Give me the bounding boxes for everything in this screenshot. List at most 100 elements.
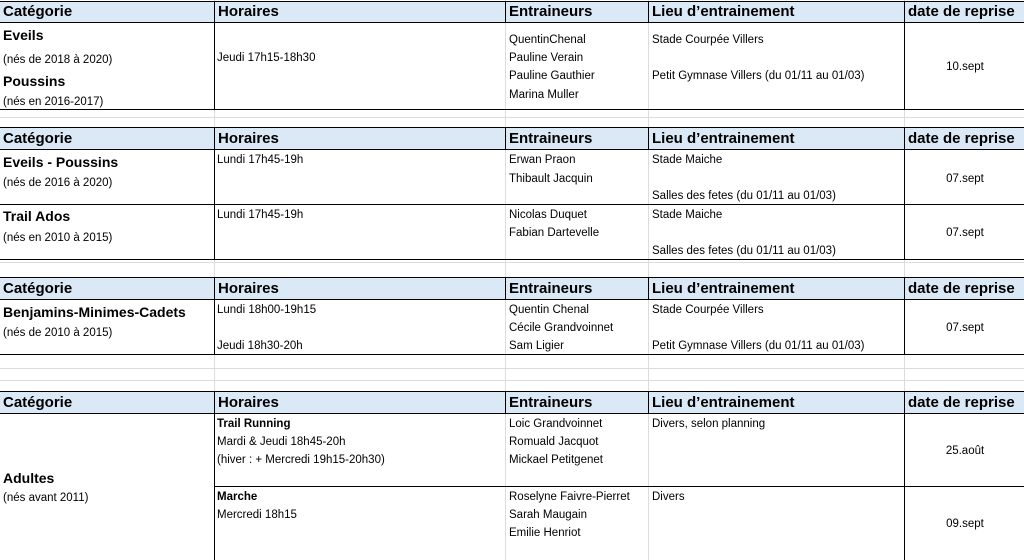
border (0, 259, 1024, 260)
coach-name: Marina Muller (509, 89, 579, 101)
schedule-text: Lundi 17h45-19h (217, 209, 304, 221)
coach-name: Erwan Praon (509, 154, 576, 166)
coach-name: Quentin Chenal (509, 304, 589, 316)
header-row: Catégorie Horaires Entraineurs Lieu d’en… (0, 128, 1024, 150)
location-text: Stade Courpée Villers (652, 34, 764, 46)
category-title: Eveils - Poussins (3, 154, 119, 170)
coach-name: Thibault Jacquin (509, 173, 593, 185)
category-subtitle: (nés de 2016 à 2020) (3, 177, 113, 189)
category-title: Eveils (3, 27, 44, 43)
coach-name: Nicolas Duquet (509, 209, 587, 221)
header-lieu: Lieu d’entrainement (648, 392, 904, 413)
resume-date: 07.sept (946, 173, 984, 185)
border (0, 204, 1024, 205)
location-text: Petit Gymnase Villers (du 01/11 au 01/03… (652, 70, 865, 82)
activity-title: Marche (217, 491, 258, 503)
schedule-text: Mardi & Jeudi 18h45-20h (217, 436, 346, 448)
coach-name: Romuald Jacquot (509, 436, 599, 448)
gridline (0, 368, 1024, 369)
border (0, 1, 1024, 2)
header-reprise: date de reprise (904, 278, 1024, 299)
border (0, 127, 1024, 128)
header-horaires: Horaires (214, 392, 505, 413)
schedule-text: Lundi 18h00-19h15 (217, 304, 317, 316)
location-text: Divers, selon planning (652, 418, 766, 430)
header-row: Catégorie Horaires Entraineurs Lieu d’en… (0, 392, 1024, 414)
schedule-text: Jeudi 18h30-20h (217, 340, 303, 352)
category-subtitle: (nés en 2016-2017) (3, 96, 104, 108)
header-reprise: date de reprise (904, 128, 1024, 149)
border (904, 150, 905, 260)
category-title: Trail Ados (3, 208, 71, 224)
coach-name: Pauline Verain (509, 52, 584, 64)
header-entraineurs: Entraineurs (505, 278, 648, 299)
header-horaires: Horaires (214, 278, 505, 299)
category-title: Poussins (3, 73, 66, 89)
coach-name: Pauline Gauthier (509, 70, 595, 82)
header-row: Catégorie Horaires Entraineurs Lieu d’en… (0, 1, 1024, 23)
location-text: Stade Maiche (652, 209, 723, 221)
location-text: Salles des fetes (du 01/11 au 01/03) (652, 190, 836, 202)
header-horaires: Horaires (214, 128, 505, 149)
location-text: Petit Gymnase Villers (du 01/11 au 01/03… (652, 340, 865, 352)
header-row: Catégorie Horaires Entraineurs Lieu d’en… (0, 278, 1024, 300)
border (214, 23, 215, 110)
header-horaires: Horaires (214, 1, 505, 22)
location-text: Stade Maiche (652, 154, 723, 166)
header-lieu: Lieu d’entrainement (648, 1, 904, 22)
schedule-text: Mercredi 18h15 (217, 509, 297, 521)
border (904, 23, 905, 110)
header-entraineurs: Entraineurs (505, 128, 648, 149)
border (0, 391, 1024, 392)
category-title: Benjamins-Minimes-Cadets (3, 304, 186, 320)
border (904, 414, 905, 560)
category-subtitle: (nés avant 2011) (3, 492, 89, 504)
schedule-text: (hiver : + Mercredi 19h15-20h30) (217, 454, 385, 466)
coach-name: Roselyne Faivre-Pierret (509, 491, 630, 503)
header-reprise: date de reprise (904, 392, 1024, 413)
border (0, 277, 1024, 278)
coach-name: Sam Ligier (509, 340, 564, 352)
header-lieu: Lieu d’entrainement (648, 128, 904, 149)
category-title: Adultes (3, 470, 55, 486)
border (214, 486, 1024, 487)
category-subtitle: (nés de 2010 à 2015) (3, 327, 113, 339)
header-categorie: Catégorie (3, 130, 73, 147)
resume-date: 07.sept (946, 322, 984, 334)
coach-name: Mickael Petitgenet (509, 454, 603, 466)
coach-name: Cécile Grandvoinnet (509, 322, 614, 334)
category-subtitle: (nés en 2010 à 2015) (3, 232, 113, 244)
resume-date: 10.sept (946, 61, 984, 73)
header-categorie: Catégorie (3, 3, 73, 20)
gridline (0, 380, 1024, 381)
coach-name: Sarah Maugain (509, 509, 587, 521)
coach-name: QuentinChenal (509, 34, 586, 46)
header-entraineurs: Entraineurs (505, 1, 648, 22)
header-categorie: Catégorie (3, 280, 73, 297)
border (214, 300, 215, 355)
header-categorie: Catégorie (3, 394, 73, 411)
resume-date: 25.août (945, 445, 985, 457)
header-lieu: Lieu d’entrainement (648, 278, 904, 299)
header-entraineurs: Entraineurs (505, 392, 648, 413)
header-reprise: date de reprise (904, 1, 1024, 22)
schedule-text: Jeudi 17h15-18h30 (217, 52, 316, 64)
border (0, 354, 1024, 355)
gridline (0, 262, 1024, 263)
coach-name: Fabian Dartevelle (509, 227, 600, 239)
location-text: Divers (652, 491, 685, 503)
category-subtitle: (nés de 2018 à 2020) (3, 54, 113, 66)
coach-name: Emilie Henriot (509, 527, 581, 539)
resume-date: 09.sept (946, 518, 984, 530)
coach-name: Loic Grandvoinnet (509, 418, 603, 430)
schedule-text: Lundi 17h45-19h (217, 154, 304, 166)
location-text: Salles des fetes (du 01/11 au 01/03) (652, 245, 836, 257)
border (0, 109, 1024, 110)
border (904, 300, 905, 355)
border (214, 150, 215, 260)
gridline (0, 117, 1024, 118)
location-text: Stade Courpée Villers (652, 304, 764, 316)
border (214, 414, 215, 560)
activity-title: Trail Running (217, 418, 291, 430)
